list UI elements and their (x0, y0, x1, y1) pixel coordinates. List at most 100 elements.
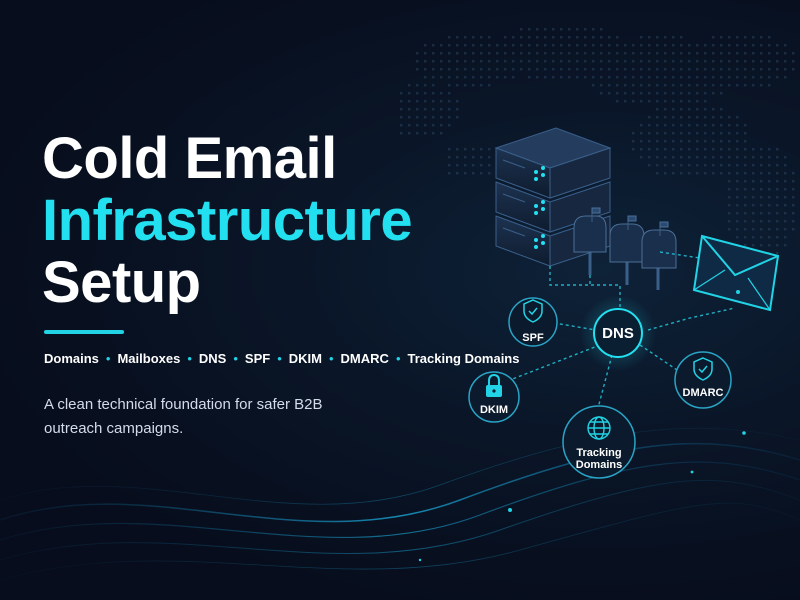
map-dot (400, 124, 403, 127)
map-dot (752, 76, 755, 79)
map-dot (560, 60, 563, 63)
map-dot (744, 156, 747, 159)
map-dot (680, 68, 683, 71)
map-dot (696, 84, 699, 87)
map-dot (448, 68, 451, 71)
map-dot (608, 44, 611, 47)
map-dot (640, 60, 643, 63)
map-dot (752, 228, 755, 231)
map-dot (648, 68, 651, 71)
map-dot (480, 60, 483, 63)
map-dot (472, 148, 475, 151)
map-dot (656, 68, 659, 71)
map-dot (616, 76, 619, 79)
map-dot (648, 116, 651, 119)
map-dot (720, 132, 723, 135)
map-dot (768, 220, 771, 223)
map-dot (704, 44, 707, 47)
map-dot (576, 68, 579, 71)
map-dot (720, 116, 723, 119)
map-dot (592, 44, 595, 47)
map-dot (648, 44, 651, 47)
map-dot (768, 236, 771, 239)
map-dot (784, 180, 787, 183)
map-dot (456, 76, 459, 79)
map-dot (584, 76, 587, 79)
map-dot (472, 156, 475, 159)
map-dot (760, 204, 763, 207)
map-dot (632, 132, 635, 135)
map-dot (712, 164, 715, 167)
map-dot (720, 44, 723, 47)
map-dot (608, 76, 611, 79)
map-dot (728, 220, 731, 223)
map-dot (472, 84, 475, 87)
map-dot (616, 44, 619, 47)
map-dot (720, 156, 723, 159)
map-dot (488, 172, 491, 175)
map-dot (680, 140, 683, 143)
map-dot (560, 44, 563, 47)
map-dot (688, 44, 691, 47)
map-dot (656, 132, 659, 135)
map-dot (736, 36, 739, 39)
map-dot (688, 52, 691, 55)
map-dot (720, 172, 723, 175)
map-dot (480, 84, 483, 87)
map-dot (512, 44, 515, 47)
map-dot (456, 100, 459, 103)
map-dot (608, 68, 611, 71)
map-dot (440, 116, 443, 119)
map-dot (776, 196, 779, 199)
map-dot (648, 156, 651, 159)
map-dot (752, 236, 755, 239)
map-dot (440, 76, 443, 79)
map-dot (448, 60, 451, 63)
map-dot (656, 52, 659, 55)
map-dot (688, 156, 691, 159)
map-dot (712, 60, 715, 63)
map-dot (592, 68, 595, 71)
map-dot (600, 60, 603, 63)
map-dot (520, 68, 523, 71)
map-dot (520, 60, 523, 63)
map-dot (720, 108, 723, 111)
map-dot (632, 140, 635, 143)
map-dot (776, 212, 779, 215)
map-dot (792, 60, 795, 63)
map-dot (736, 228, 739, 231)
map-dot (712, 76, 715, 79)
map-dot (760, 228, 763, 231)
map-dot (664, 156, 667, 159)
map-dot (568, 36, 571, 39)
map-dot (768, 84, 771, 87)
title-line-2: Infrastructure (42, 188, 413, 253)
shield-check-icon (693, 357, 713, 381)
map-dot (640, 132, 643, 135)
map-dot (760, 164, 763, 167)
map-dot (792, 196, 795, 199)
separator-dot: • (277, 351, 282, 366)
map-dot (760, 36, 763, 39)
map-dot (400, 100, 403, 103)
map-dot (728, 132, 731, 135)
map-dot (736, 116, 739, 119)
subtitle: A clean technical foundation for safer B… (44, 396, 323, 437)
dmarc-label: DMARC (682, 387, 724, 399)
map-dot (448, 172, 451, 175)
map-dot (664, 124, 667, 127)
map-dot (536, 44, 539, 47)
map-dot (456, 148, 459, 151)
map-dot (608, 92, 611, 95)
map-dot (504, 44, 507, 47)
map-dot (400, 108, 403, 111)
separator-dot: • (395, 351, 401, 366)
map-dot (600, 52, 603, 55)
map-dot (408, 84, 411, 87)
map-dot (464, 148, 467, 151)
map-dot (736, 220, 739, 223)
map-dot (760, 172, 763, 175)
map-dot (784, 76, 787, 79)
map-dot (784, 212, 787, 215)
map-dot (728, 44, 731, 47)
